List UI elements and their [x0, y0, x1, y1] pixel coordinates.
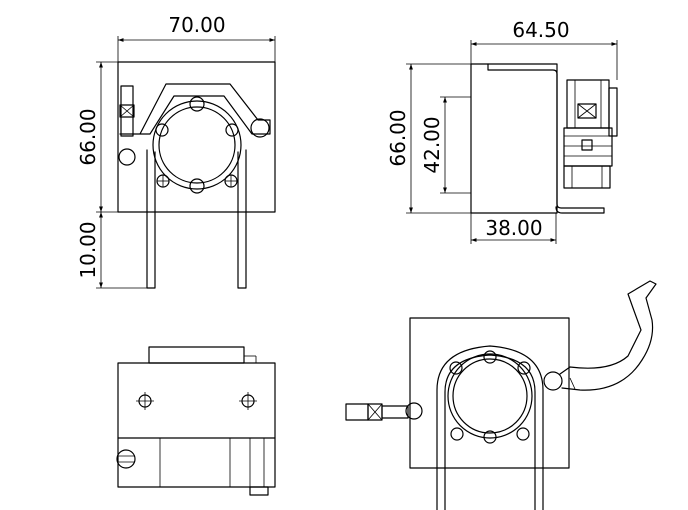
- side-depth-label: 64.50: [512, 18, 569, 42]
- open-housing: [409, 317, 570, 469]
- open-pivot-knob: [543, 371, 563, 391]
- dim-front-height: 66.00: [76, 61, 118, 213]
- open-roller-left: [449, 361, 463, 375]
- front-view: 70.00 66.00 10.00: [76, 13, 276, 289]
- front-roller-left: [155, 123, 169, 137]
- front-roller-bottom: [189, 178, 205, 194]
- front-tube-leg-left: [146, 149, 156, 289]
- top-housing: [117, 362, 276, 488]
- open-roller-bottom: [483, 430, 497, 444]
- top-hole-left-icon: [136, 392, 154, 410]
- front-clamp-bracket: [119, 83, 271, 135]
- open-clamp-view: [345, 280, 657, 510]
- dim-side-inner-height: 42.00: [420, 96, 471, 194]
- front-leg-label: 10.00: [76, 221, 100, 278]
- side-housing: [470, 63, 558, 214]
- dim-front-leg: 10.00: [76, 212, 150, 289]
- front-knob-left: [118, 148, 136, 166]
- top-raised-plate: [148, 346, 245, 364]
- open-roller-bottom-right: [516, 427, 530, 441]
- front-roller-right: [225, 123, 239, 137]
- open-roller-top: [483, 350, 497, 364]
- open-lever-handle: [345, 403, 369, 421]
- side-view: 64.50 66.00 42.00 38.00: [386, 18, 618, 244]
- open-tube-outer: [436, 345, 544, 510]
- top-shaft-stub: [249, 486, 269, 496]
- dim-side-inner-width: 38.00: [470, 213, 557, 244]
- open-rotor-inner: [452, 358, 528, 434]
- side-inner-width-label: 38.00: [485, 216, 542, 240]
- front-rotor-inner: [158, 106, 236, 184]
- front-lever-latch: [119, 104, 135, 118]
- side-latch-pin: [581, 139, 593, 151]
- front-lever-rod: [120, 85, 134, 137]
- front-screw-right-icon: [224, 174, 238, 188]
- open-lever-knob: [405, 402, 423, 420]
- front-rotor-outer: [152, 100, 242, 190]
- open-lever-rod: [381, 405, 409, 419]
- side-bracket: [487, 63, 605, 214]
- front-roller-top: [189, 96, 205, 112]
- open-tube-inner: [444, 354, 536, 510]
- side-height-label: 66.00: [386, 109, 410, 166]
- top-knob: [116, 449, 136, 469]
- dim-side-depth: 64.50: [470, 18, 618, 80]
- open-roller-bottom-left: [450, 427, 464, 441]
- side-motor-bottom: [563, 165, 611, 189]
- front-tube-leg-right: [237, 149, 247, 289]
- side-latch-box: [577, 103, 597, 119]
- front-knob-right: [250, 118, 270, 138]
- front-housing: [117, 61, 276, 213]
- open-rotor-outer: [447, 353, 533, 439]
- front-screw-left-icon: [156, 174, 170, 188]
- side-inner-height-label: 42.00: [420, 116, 444, 173]
- side-motor-cap: [608, 87, 618, 137]
- open-roller-right: [517, 361, 531, 375]
- front-height-label: 66.00: [76, 108, 100, 165]
- open-clamp-arm: [559, 280, 657, 391]
- front-width-label: 70.00: [168, 13, 225, 37]
- side-motor-mid: [563, 127, 613, 167]
- dim-front-width: 70.00: [117, 13, 276, 62]
- top-hole-right-icon: [239, 392, 257, 410]
- dim-side-height: 66.00: [386, 63, 471, 214]
- top-view: [116, 346, 276, 496]
